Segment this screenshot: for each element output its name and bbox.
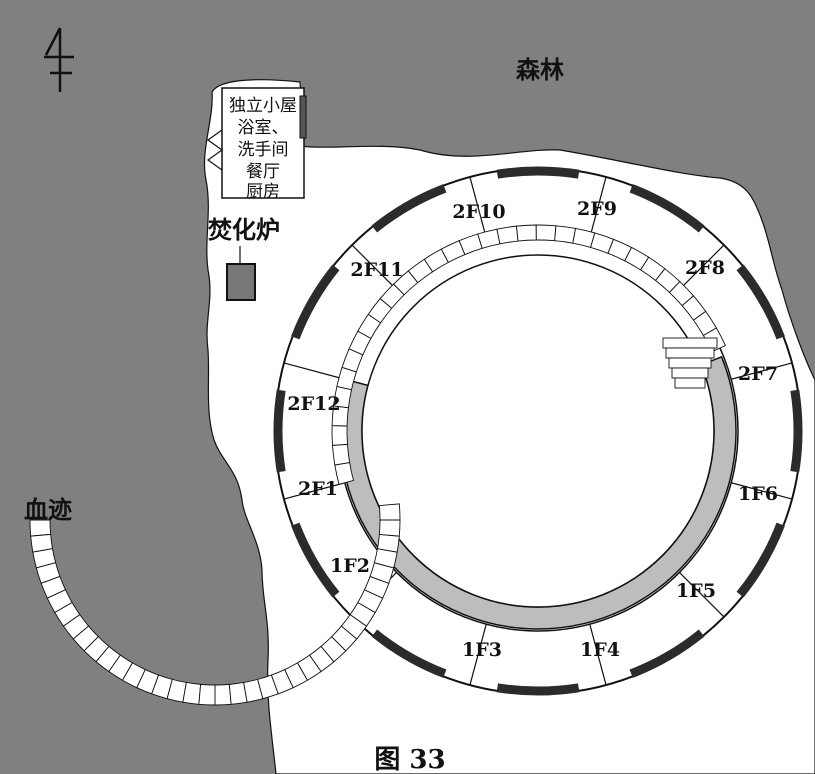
room-label-1F6: 1F6: [738, 483, 778, 505]
room-label-2F11: 2F11: [350, 259, 403, 281]
stair-step: [668, 357, 712, 369]
corridor-tile: [496, 225, 519, 245]
corridor-tile: [332, 443, 351, 466]
room-divider: [731, 362, 793, 380]
room-divider: [731, 482, 793, 500]
north-arrow-icon: [44, 27, 74, 92]
room-labels: 2F10 2F9 2F8 2F7 2F11 2F12 2F1 1F2 1F3 1…: [287, 198, 778, 661]
forest-label: 森林: [516, 55, 564, 84]
window: [291, 264, 340, 340]
cottage-door: [299, 95, 307, 139]
walkway-tile: [378, 519, 401, 537]
corridor-tile: [515, 224, 537, 242]
room-divider: [351, 244, 398, 291]
cottage: 独立小屋 浴室、 洗手间 餐厅 厨房: [206, 87, 307, 202]
window: [790, 389, 803, 473]
figure-caption: 图 33: [374, 745, 445, 774]
stair-step: [662, 337, 718, 349]
room-label-2F8: 2F8: [685, 257, 725, 279]
inner-courtyard: [361, 254, 715, 608]
room-divider: [283, 482, 345, 500]
room-divider: [283, 362, 345, 380]
room-divider: [469, 624, 487, 686]
window: [291, 522, 340, 598]
cottage-line-5: 厨房: [246, 182, 280, 202]
cottage-line-2: 浴室、: [238, 118, 289, 138]
walkway-tile: [182, 681, 202, 705]
walkway-tile: [376, 533, 400, 553]
room-label-2F9: 2F9: [577, 198, 617, 220]
round-building: [273, 166, 803, 696]
room-divider: [589, 624, 607, 686]
window: [736, 522, 785, 598]
walkway-tile: [214, 683, 232, 706]
room-divider: [678, 571, 725, 618]
outer-walkway: [29, 503, 401, 706]
incinerator-label: 焚化炉: [208, 215, 280, 244]
room-label-1F2: 1F2: [330, 555, 370, 577]
cottage-line-3: 洗手间: [238, 140, 289, 160]
cottage-line-4: 餐厅: [246, 162, 280, 182]
stair-step: [671, 367, 709, 379]
stair-step: [665, 347, 715, 359]
window: [629, 629, 705, 678]
window: [629, 184, 705, 233]
room-divider: [678, 244, 725, 291]
walkway-tile: [198, 683, 216, 706]
corridor-tile: [535, 224, 557, 242]
room-label-2F1: 2F1: [298, 478, 338, 500]
window: [371, 629, 447, 678]
walkway-tile: [378, 503, 401, 521]
window: [273, 389, 286, 473]
window: [371, 184, 447, 233]
room-divider: [589, 176, 607, 238]
room-divider: [469, 176, 487, 238]
room-label-1F3: 1F3: [462, 639, 502, 661]
cottage-line-1: 独立小屋: [229, 96, 297, 116]
room-label-2F10: 2F10: [452, 201, 505, 223]
room-label-2F7: 2F7: [738, 363, 778, 385]
stair-step: [674, 377, 706, 389]
room-label-1F4: 1F4: [580, 639, 620, 661]
window: [496, 683, 580, 696]
incinerator: [226, 246, 256, 301]
room-label-2F12: 2F12: [287, 393, 340, 415]
blood-label: 血迹: [24, 495, 72, 524]
room-label-1F5: 1F5: [676, 580, 716, 602]
walkway-tile: [29, 519, 52, 537]
corridor-tile: [554, 225, 577, 244]
window: [736, 264, 785, 340]
corridor-tile: [331, 425, 348, 446]
window: [496, 166, 580, 179]
